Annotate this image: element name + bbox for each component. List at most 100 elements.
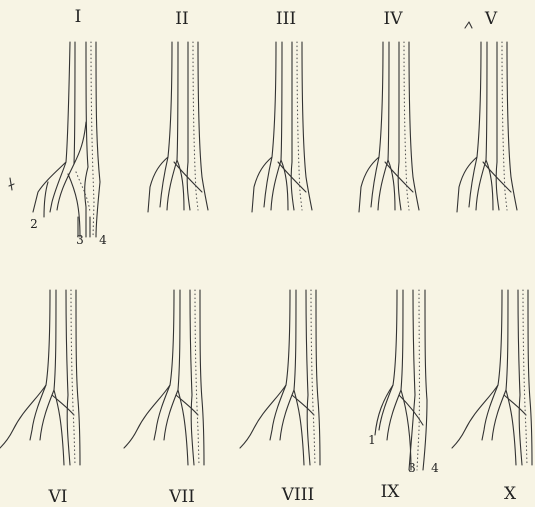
vessel-drawing-1 (33, 42, 100, 237)
vessel-drawing-3 (252, 42, 312, 212)
vessel-outline (76, 290, 78, 400)
figure-numeral-10: X (504, 484, 517, 504)
vessel-outline (306, 290, 308, 395)
figure-numeral-5: V (484, 9, 498, 29)
vessel-outline (306, 177, 312, 210)
vessel-outline (202, 177, 208, 210)
vessel-drawing-2 (148, 42, 208, 212)
vessel-outline (378, 160, 388, 210)
vessel-outline (270, 385, 286, 440)
vessel-drawing-5 (457, 42, 517, 212)
vessel-outline (504, 395, 526, 415)
vessel-stippling (91, 42, 94, 237)
vessel-outline (425, 290, 427, 400)
vessel-outline (413, 177, 419, 210)
vessel-outline (281, 42, 282, 160)
vessel-outline (318, 400, 320, 465)
vessel-outline (457, 42, 481, 212)
figure-numeral-2: II (175, 9, 188, 29)
stray-mark (9, 178, 14, 190)
vessel-outline (191, 395, 194, 465)
vessel-outline (482, 385, 498, 440)
vessel-outline (202, 400, 204, 465)
vessel-outline (40, 390, 54, 440)
vessel-stippling (417, 290, 419, 470)
vessel-drawing-10 (452, 290, 532, 465)
vessel-outline (486, 42, 487, 160)
vessel-outline (30, 385, 46, 440)
vessel-outline (302, 42, 306, 177)
vessel-outline (423, 400, 427, 470)
vessel-stippling (195, 290, 199, 465)
vessel-outline (375, 290, 397, 435)
vessel-outline (154, 385, 170, 440)
vessel-outline (96, 182, 100, 237)
vessel-outline (176, 395, 198, 415)
vessel-outline (74, 122, 86, 164)
vessel-outline (33, 42, 70, 212)
vessel-outline (187, 162, 190, 210)
vessel-stippling (311, 290, 315, 465)
vessel-outline (398, 162, 401, 210)
vessel-outline (496, 162, 499, 210)
vessel-outline (177, 42, 178, 160)
vessel-outline (316, 290, 318, 400)
vessel-drawing-6 (0, 290, 80, 465)
vessel-outline (74, 42, 75, 164)
figure-numeral-1: I (75, 7, 82, 27)
stray-mark (465, 22, 472, 28)
vessel-outline (294, 290, 296, 390)
vessel-outline (492, 390, 506, 440)
vessel-outline (280, 390, 294, 440)
vessel-outline (387, 390, 401, 440)
vessel-outline (78, 400, 80, 465)
vessel-outline (291, 162, 294, 210)
vessel-outline (413, 290, 415, 395)
vessel-outline (401, 290, 403, 390)
vessel-outline (86, 42, 88, 167)
vessel-outline (359, 42, 383, 212)
fig1-label-2: 2 (30, 217, 38, 231)
vessel-outline (292, 395, 314, 415)
vessel-outline (66, 290, 68, 395)
vessel-drawing-7 (124, 290, 204, 465)
vessel-outline (476, 160, 486, 210)
vessel-outline (198, 42, 202, 177)
vessel-outline (96, 42, 100, 182)
vessel-outline (44, 182, 48, 217)
vessel-drawing-8 (240, 290, 320, 465)
vessel-outline (148, 42, 172, 212)
vessel-outline (67, 395, 70, 465)
vessel-outline (388, 42, 389, 160)
vessel-outline (307, 395, 310, 465)
figure-numeral-9: IX (381, 482, 401, 502)
vessel-outline (528, 290, 530, 400)
vessel-outline (518, 290, 520, 395)
figure-numeral-8: VIII (281, 485, 314, 505)
vessel-outline (506, 290, 508, 390)
vessel-outline (57, 164, 74, 210)
figure-numeral-4: IV (384, 9, 404, 29)
vessel-outline (54, 290, 56, 390)
vessel-outline (511, 177, 517, 210)
vessel-outline (200, 290, 202, 400)
vessel-outline (519, 395, 522, 465)
fig1-label-4: 4 (99, 233, 107, 247)
fig9-label-4: 4 (431, 461, 439, 475)
vessel-outline (52, 395, 74, 415)
vessel-drawing-9 (375, 290, 427, 470)
vessel-outline (507, 42, 511, 177)
vessel-outline (530, 400, 532, 465)
vessel-outline (164, 390, 178, 440)
vessel-outline (252, 42, 276, 212)
vessel-outline (409, 42, 413, 177)
figure-numeral-6: VI (48, 487, 68, 507)
vessel-drawing-4 (359, 42, 419, 212)
vessel-stippling (71, 290, 75, 465)
vessel-outline (178, 290, 180, 390)
vessel-outline (271, 160, 281, 210)
vessel-outline (190, 290, 192, 395)
vessel-outline (167, 160, 177, 210)
vessel-stippling (523, 290, 527, 465)
